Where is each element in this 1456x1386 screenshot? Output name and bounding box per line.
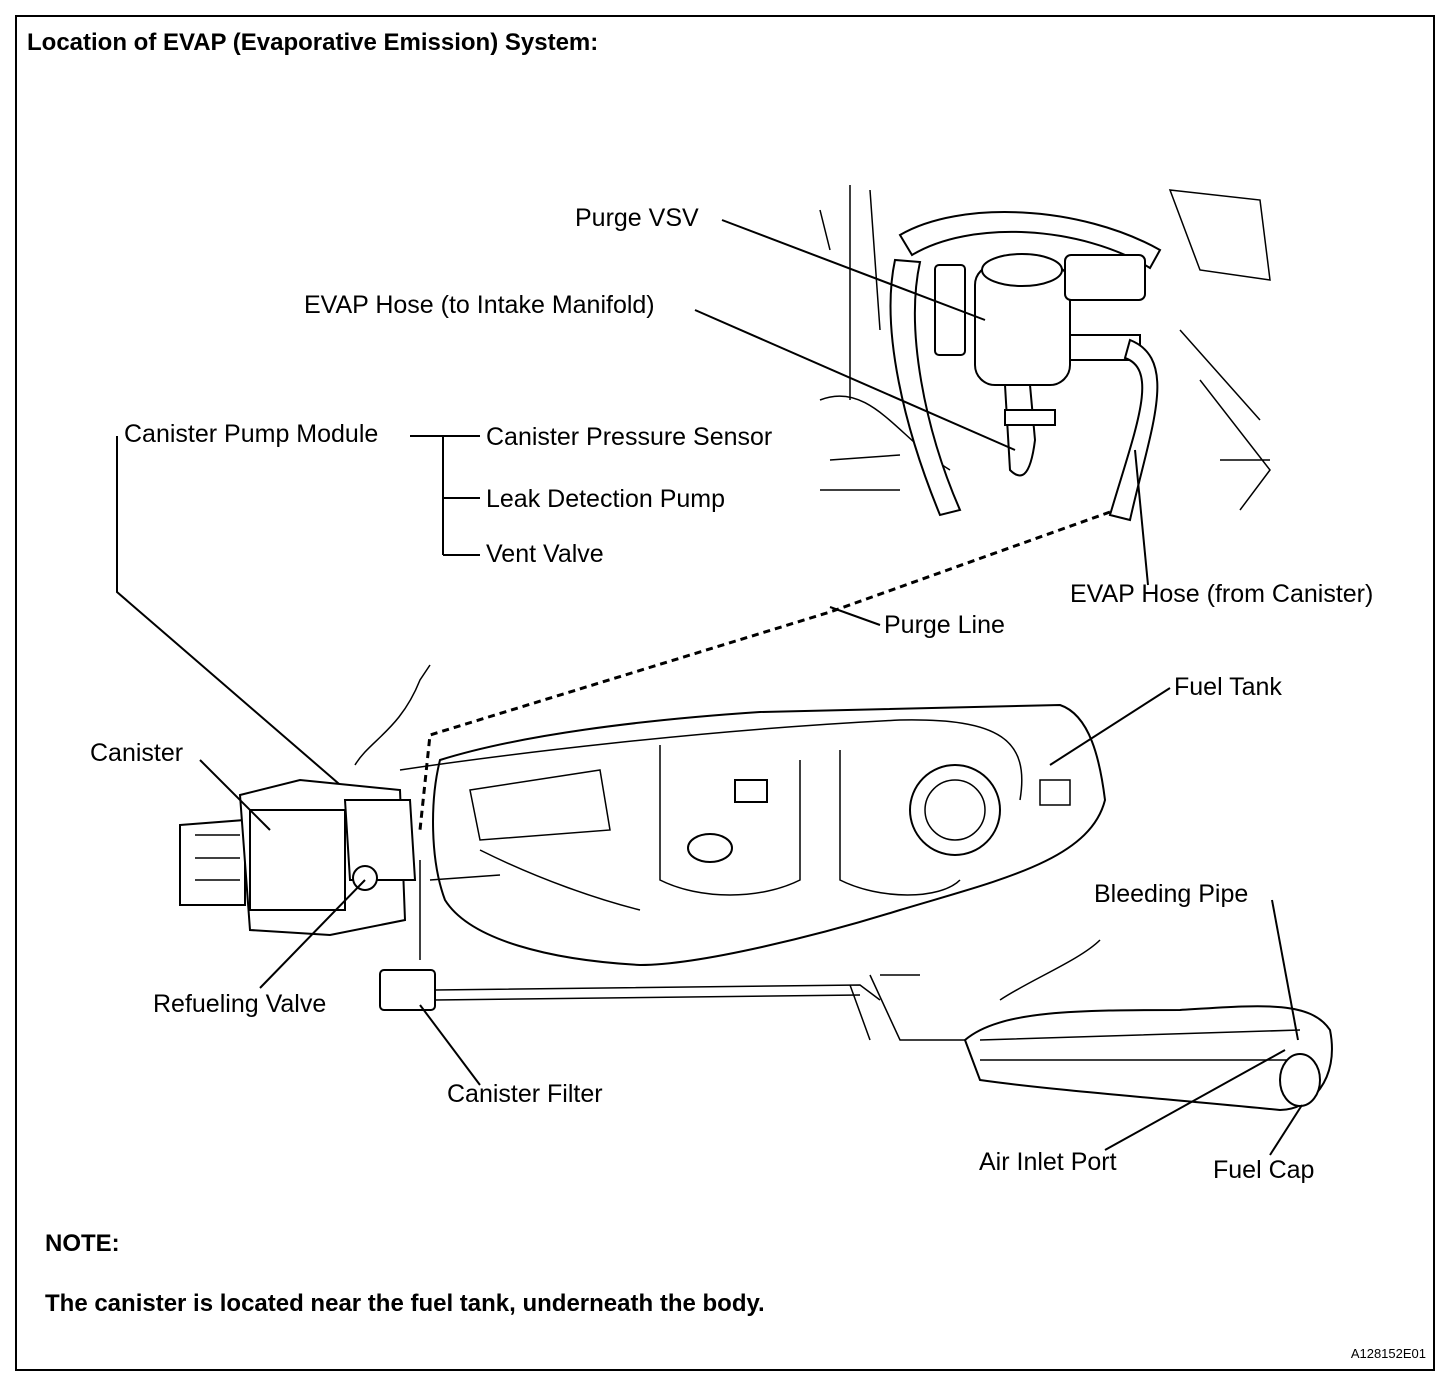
label-evap-hose-canister: EVAP Hose (from Canister)	[1070, 580, 1374, 608]
label-canister: Canister	[90, 739, 184, 767]
canister-graphic	[179, 778, 417, 937]
label-canister-pressure-sensor: Canister Pressure Sensor	[486, 423, 773, 451]
label-evap-hose-intake: EVAP Hose (to Intake Manifold)	[304, 291, 655, 319]
purge-vsv-connector	[1064, 254, 1146, 301]
purge-vsv-top	[981, 253, 1063, 287]
fuel-cap-graphic	[1279, 1053, 1321, 1107]
figure-id: A128152E01	[1350, 1346, 1426, 1361]
note-text: The canister is located near the fuel ta…	[45, 1290, 765, 1317]
fuel-pump-flange	[909, 764, 1001, 856]
label-vent-valve: Vent Valve	[486, 540, 604, 568]
label-canister-filter: Canister Filter	[447, 1080, 603, 1108]
note-heading: NOTE:	[45, 1230, 120, 1257]
label-fuel-cap: Fuel Cap	[1213, 1156, 1315, 1184]
purge-line-graphic	[418, 510, 1111, 831]
evap-hose-intake-graphic	[1003, 384, 1037, 477]
pump-module-bracket	[116, 435, 480, 816]
engine-bay-inset	[819, 185, 1271, 522]
label-purge-vsv: Purge VSV	[575, 204, 699, 232]
label-refueling-valve: Refueling Valve	[153, 990, 327, 1018]
label-bleeding-pipe: Bleeding Pipe	[1094, 880, 1249, 908]
diagram-frame	[15, 15, 1435, 1371]
fuel-tank-graphic	[399, 703, 1107, 967]
label-purge-line: Purge Line	[884, 611, 1005, 639]
leader-lines-bottom	[199, 687, 1303, 1156]
label-leak-detection-pump: Leak Detection Pump	[486, 485, 726, 513]
canister-pump-module-graphic	[343, 799, 417, 881]
refueling-valve-graphic	[352, 865, 378, 891]
evap-hose-canister-graphic	[1108, 338, 1159, 522]
purge-vsv-bracket	[934, 264, 966, 356]
hose-left	[889, 258, 962, 517]
label-air-inlet-port: Air Inlet Port	[979, 1148, 1117, 1176]
leader-lines-top	[694, 219, 1149, 586]
label-fuel-tank: Fuel Tank	[1174, 673, 1282, 701]
diagram-title: Location of EVAP (Evaporative Emission) …	[27, 29, 599, 56]
filler-pipe-graphic	[849, 939, 1333, 1112]
label-canister-pump-module: Canister Pump Module	[124, 420, 379, 448]
wiring-harness	[898, 211, 1162, 270]
canister-filter-graphic	[354, 664, 881, 1011]
